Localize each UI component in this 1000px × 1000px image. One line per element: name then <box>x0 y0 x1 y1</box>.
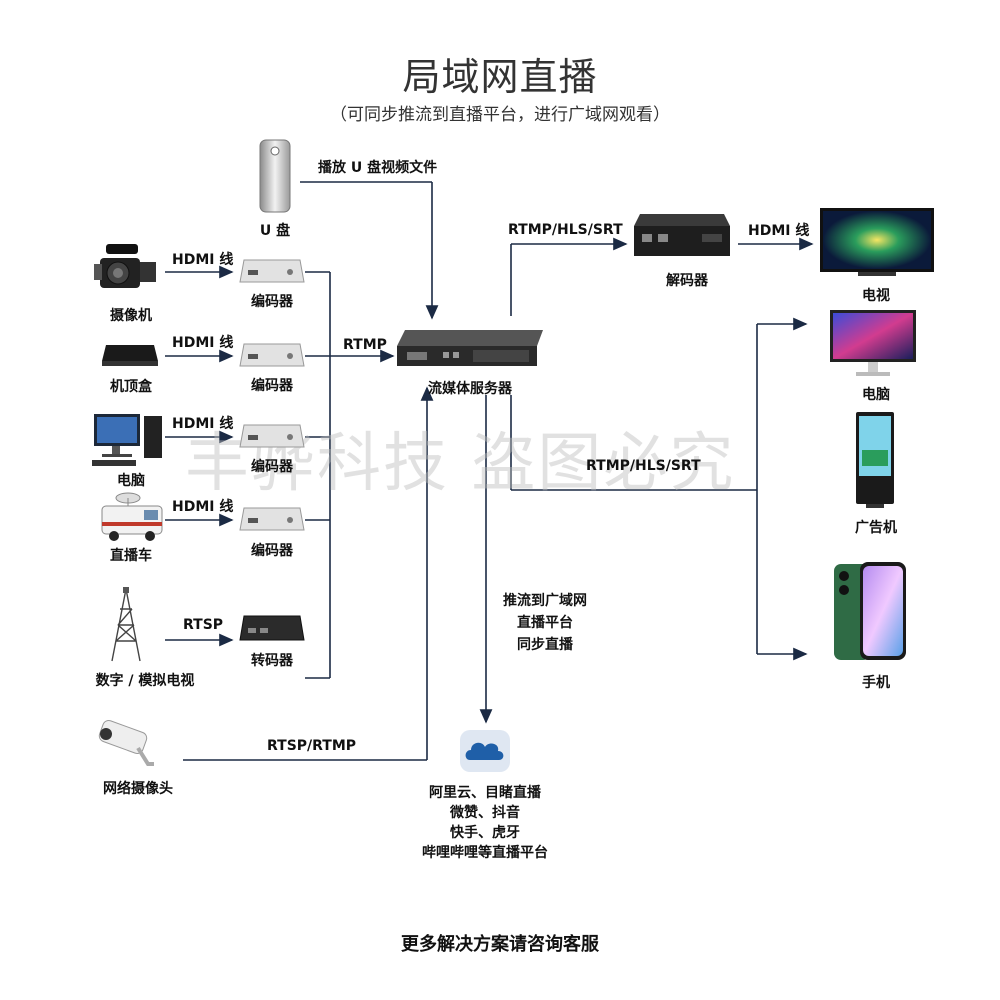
source-obvan-label: 直播车 <box>110 548 152 564</box>
media-server-icon <box>397 330 543 366</box>
encoder-icon <box>239 343 305 367</box>
platform-line-1: 阿里云、目睹直播 <box>429 785 541 801</box>
desktop-pc-icon <box>92 414 162 466</box>
output-phone-label: 手机 <box>862 675 890 691</box>
platform-line-2: 微赞、抖音 <box>450 805 520 821</box>
source-camera-label: 摄像机 <box>110 308 152 324</box>
server-label: 流媒体服务器 <box>428 381 512 397</box>
page-title: 局域网直播 <box>402 55 598 99</box>
rtmp-hls-srt-label-top: RTMP/HLS/SRT <box>508 222 623 238</box>
transcoder-icon <box>239 615 305 641</box>
page-subtitle: （可同步推流到直播平台，进行广域网观看） <box>330 105 670 125</box>
output-tv-label: 电视 <box>862 288 890 304</box>
encoder-icon <box>239 507 305 531</box>
hdmi-label-1: HDMI 线 <box>172 252 234 268</box>
encoder-icon <box>239 259 305 283</box>
rtsp-label: RTSP <box>183 617 224 633</box>
transcoder-label: 转码器 <box>251 653 293 669</box>
wan-push-line-2: 直播平台 <box>517 615 573 631</box>
platform-line-4: 哔哩哔哩等直播平台 <box>422 845 548 861</box>
source-tower-label: 数字 / 模拟电视 <box>95 673 195 689</box>
rtmp-label: RTMP <box>343 337 387 353</box>
hdmi-label-3: HDMI 线 <box>172 416 234 432</box>
usb-label: U 盘 <box>259 223 291 239</box>
usb-drive-icon <box>259 139 291 213</box>
platform-caption: 阿里云、目睹直播 微赞、抖音 快手、虎牙 哔哩哔哩等直播平台 <box>395 783 575 863</box>
video-camera-icon <box>94 244 156 288</box>
platform-line-3: 快手、虎牙 <box>450 825 520 841</box>
source-settop-label: 机顶盒 <box>110 379 152 395</box>
cloud-icon <box>460 730 510 772</box>
encoder-icon <box>239 424 305 448</box>
source-pc-label: 电脑 <box>117 473 145 489</box>
encoder-label-3: 编码器 <box>251 459 293 475</box>
wan-push-line-1: 推流到广域网 <box>503 593 587 609</box>
usb-caption: 播放 U 盘视频文件 <box>318 160 438 176</box>
output-kiosk-label: 广告机 <box>855 520 897 536</box>
smartphone-icon <box>834 562 906 660</box>
source-ipcam-label: 网络摄像头 <box>103 781 173 797</box>
rtsp-rtmp-label: RTSP/RTMP <box>267 738 357 754</box>
monitor-icon <box>830 310 916 376</box>
ip-camera-icon <box>98 719 154 766</box>
wan-push-caption: 推流到广域网 直播平台 同步直播 <box>480 590 610 656</box>
decoder-label: 解码器 <box>666 273 708 289</box>
encoder-label-1: 编码器 <box>251 294 293 310</box>
decoder-icon <box>634 214 730 256</box>
television-icon <box>820 208 934 276</box>
tv-tower-icon <box>111 587 141 662</box>
hdmi-label-2: HDMI 线 <box>172 335 234 351</box>
set-top-box-icon <box>102 345 158 366</box>
wan-push-line-3: 同步直播 <box>517 637 573 653</box>
footer-text: 更多解决方案请咨询客服 <box>401 934 599 955</box>
hdmi-out-label: HDMI 线 <box>748 223 810 239</box>
ad-kiosk-icon <box>856 412 894 508</box>
encoder-label-2: 编码器 <box>251 378 293 394</box>
encoder-label-4: 编码器 <box>251 543 293 559</box>
output-monitor-label: 电脑 <box>862 387 890 403</box>
broadcast-van-icon <box>101 492 163 541</box>
hdmi-label-4: HDMI 线 <box>172 499 234 515</box>
rtmp-hls-srt-label-mid: RTMP/HLS/SRT <box>586 458 701 474</box>
